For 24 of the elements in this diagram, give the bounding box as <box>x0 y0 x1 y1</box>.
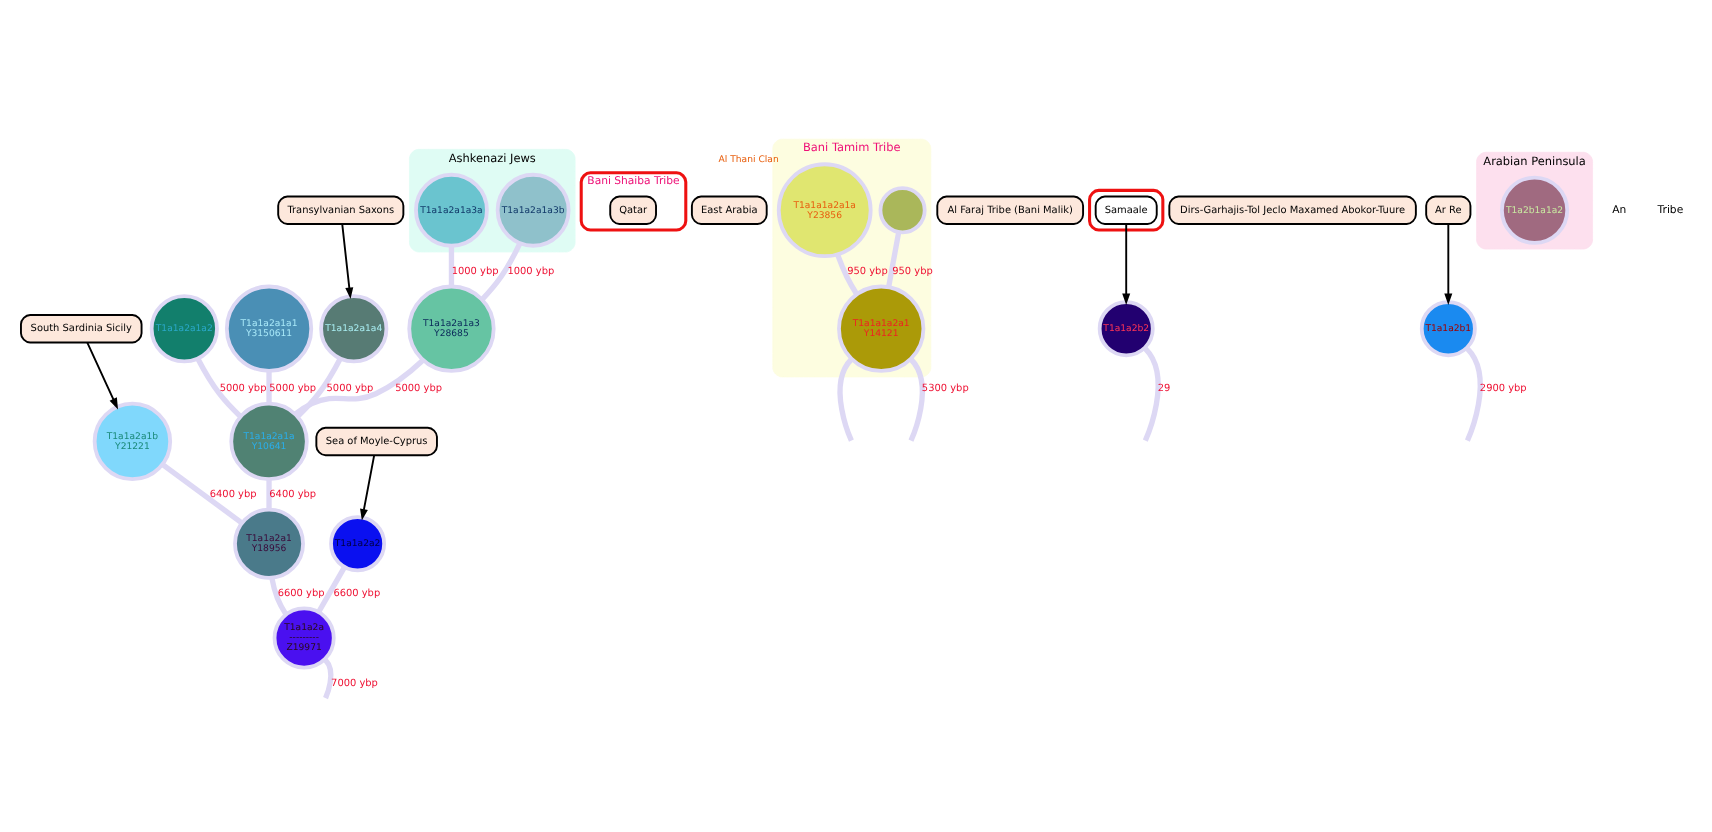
node-circle <box>878 186 927 235</box>
connector <box>908 357 925 442</box>
arrow <box>1122 223 1131 305</box>
arrow <box>1444 223 1453 305</box>
connector <box>886 231 902 288</box>
arrow <box>341 223 354 299</box>
arrow <box>360 454 376 521</box>
connector <box>161 462 244 526</box>
connector <box>323 658 334 700</box>
arrow <box>86 341 119 410</box>
connector <box>293 358 425 417</box>
connector <box>1464 346 1483 442</box>
connector <box>837 357 854 442</box>
cluster <box>1088 188 1165 232</box>
connector <box>1142 346 1161 442</box>
connector <box>835 253 860 296</box>
connector <box>269 577 289 616</box>
connector <box>480 242 523 302</box>
connector <box>195 357 243 419</box>
connector <box>448 246 455 287</box>
connector <box>266 370 272 404</box>
connector <box>295 357 343 419</box>
connector <box>316 565 347 614</box>
connector <box>266 479 272 510</box>
